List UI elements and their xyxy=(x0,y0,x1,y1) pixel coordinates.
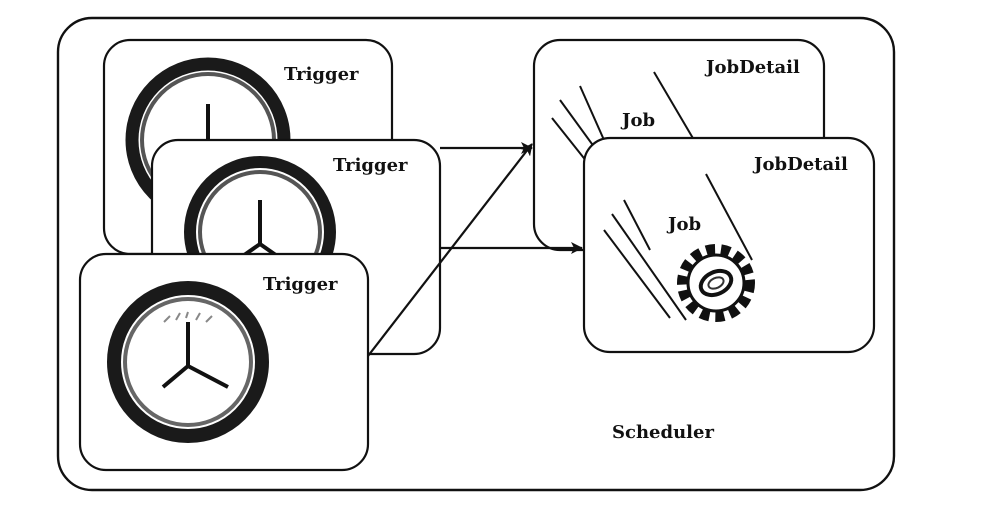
trigger-label: Trigger xyxy=(263,274,338,295)
clock-icon xyxy=(107,281,269,443)
gear-icon xyxy=(677,244,755,322)
jobdetail-label: JobDetail xyxy=(704,57,800,78)
trigger-label: Trigger xyxy=(284,64,359,85)
jobdetail-label: JobDetail xyxy=(752,154,848,175)
scroll-icon xyxy=(603,173,753,321)
job-label: Job xyxy=(620,110,655,131)
scheduler-label: Scheduler xyxy=(612,422,714,443)
trigger-to-jobdetail-arrow xyxy=(367,143,533,357)
jobdetail-card-2: JobDetail Job xyxy=(582,136,876,354)
trigger-card-3: Trigger xyxy=(78,252,370,472)
trigger-label: Trigger xyxy=(333,155,408,176)
job-label: Job xyxy=(666,214,701,235)
